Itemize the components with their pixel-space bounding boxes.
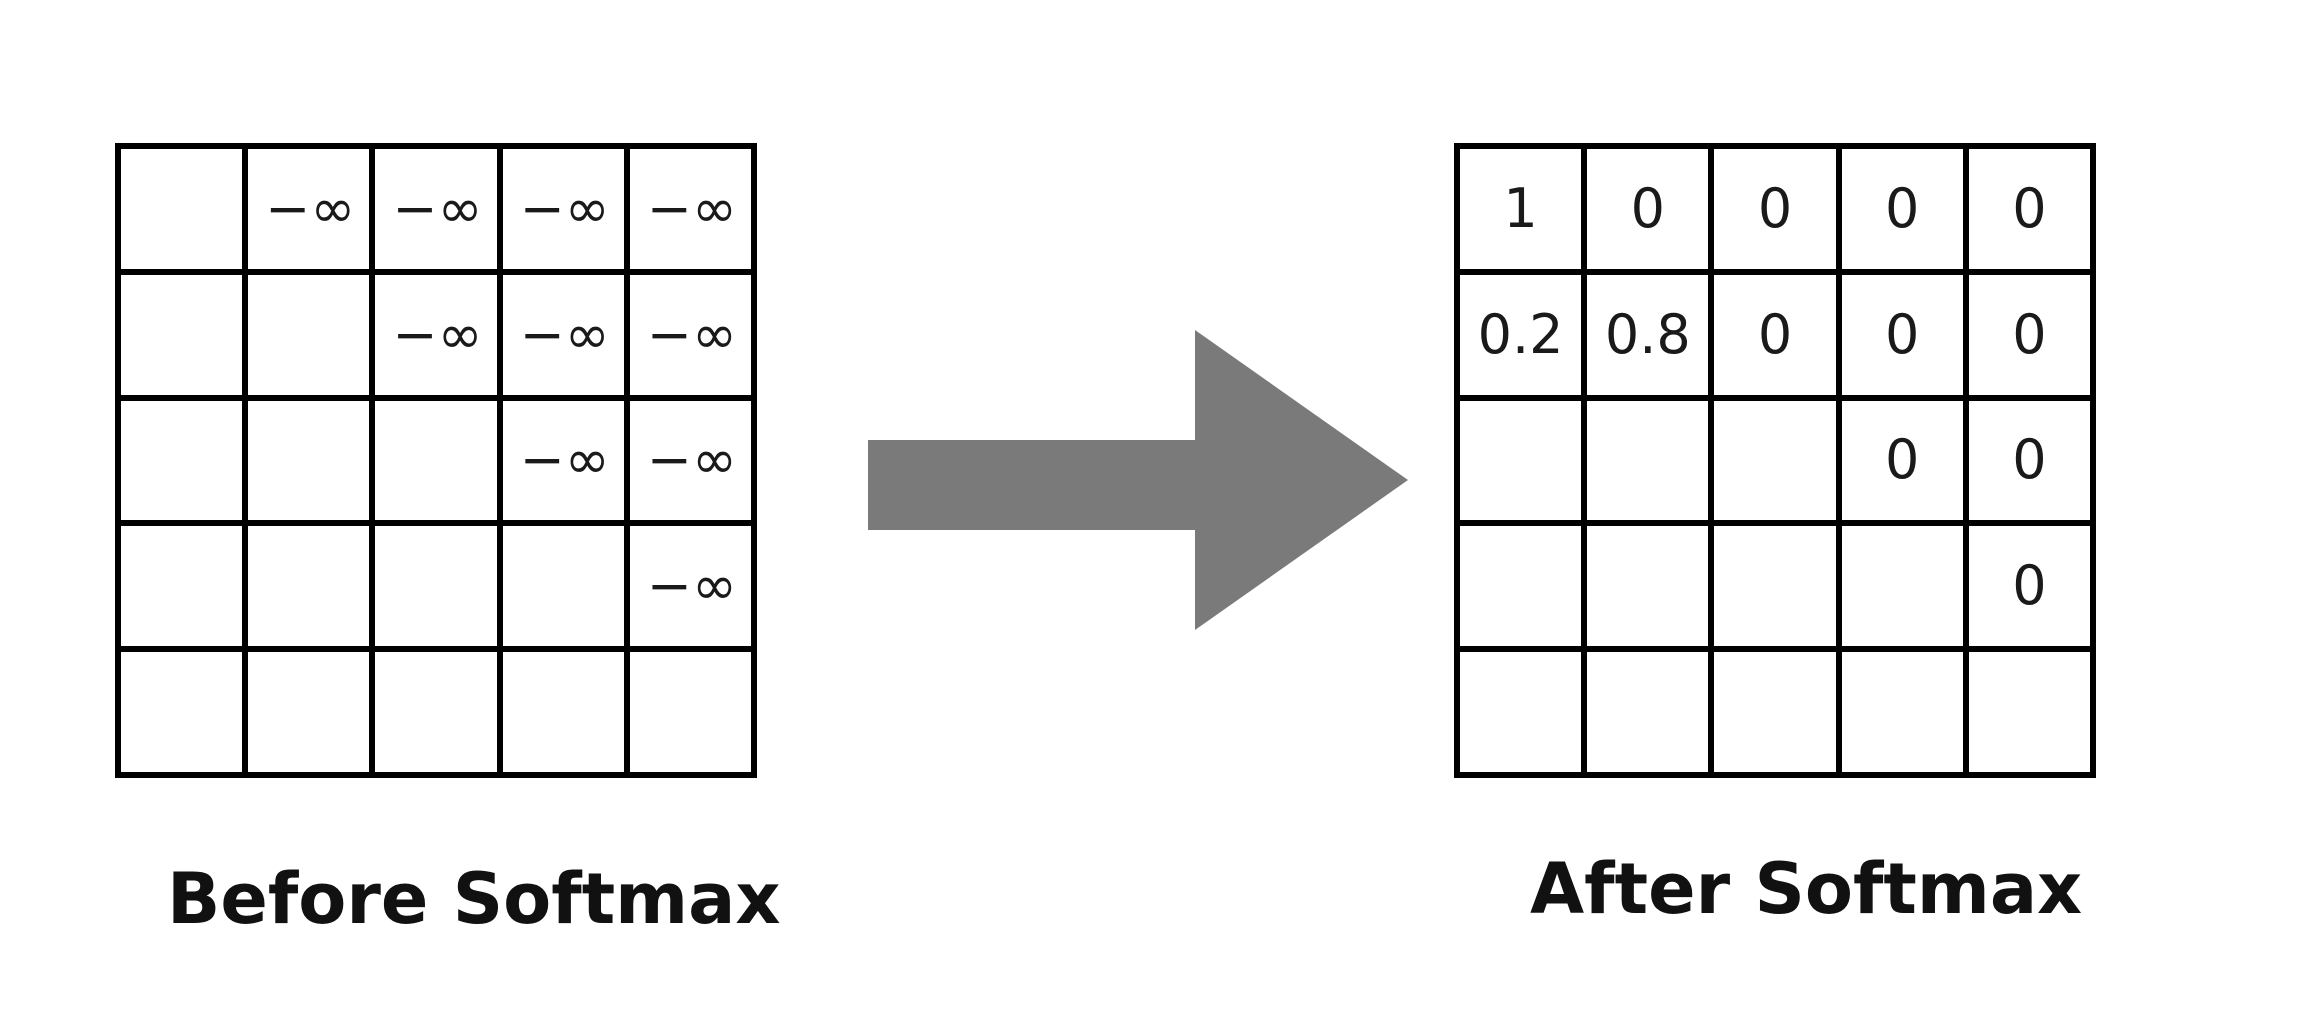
before-cell-r1-c4: −∞	[629, 274, 757, 401]
before-softmax-label: Before Softmax	[167, 858, 781, 940]
before-cell-r0-c4: −∞	[629, 149, 757, 275]
before-cell-r2-c0	[121, 400, 249, 527]
before-cell-r1-c1	[248, 274, 376, 401]
before-cell-r4-c1	[248, 652, 376, 778]
after-cell-r2-c1	[1587, 400, 1715, 527]
before-cell-r4-c4	[629, 652, 757, 778]
before-cell-r1-c2: −∞	[375, 274, 503, 401]
after-cell-r3-c4: 0	[1968, 526, 2096, 653]
before-cell-r2-c4: −∞	[629, 400, 757, 527]
after-cell-r2-c3: 0	[1841, 400, 1969, 527]
after-cell-r4-c1	[1587, 652, 1715, 778]
after-cell-r1-c4: 0	[1968, 274, 2096, 401]
after-cell-r4-c4	[1968, 652, 2096, 778]
before-cell-r3-c1	[248, 526, 376, 653]
right-arrow-icon	[868, 330, 1408, 630]
arrow-shape	[868, 330, 1408, 630]
after-cell-r1-c3: 0	[1841, 274, 1969, 401]
before-cell-r3-c0	[121, 526, 249, 653]
before-cell-r2-c2	[375, 400, 503, 527]
before-cell-r4-c0	[121, 652, 249, 778]
after-cell-r3-c1	[1587, 526, 1715, 653]
after-cell-r2-c2	[1714, 400, 1842, 527]
before-cell-r0-c0	[121, 149, 249, 275]
after-cell-r3-c0	[1460, 526, 1588, 653]
before-softmax-matrix: −∞−∞−∞−∞−∞−∞−∞−∞−∞−∞	[115, 143, 757, 778]
before-cell-r3-c3	[502, 526, 630, 653]
before-cell-r4-c3	[502, 652, 630, 778]
after-cell-r4-c0	[1460, 652, 1588, 778]
after-cell-r2-c0	[1460, 400, 1588, 527]
after-cell-r0-c0: 1	[1460, 149, 1588, 275]
before-cell-r1-c3: −∞	[502, 274, 630, 401]
after-softmax-label: After Softmax	[1530, 848, 2083, 930]
after-cell-r3-c2	[1714, 526, 1842, 653]
after-cell-r3-c3	[1841, 526, 1969, 653]
before-cell-r1-c0	[121, 274, 249, 401]
after-cell-r2-c4: 0	[1968, 400, 2096, 527]
before-cell-r2-c1	[248, 400, 376, 527]
after-cell-r1-c1: 0.8	[1587, 274, 1715, 401]
after-cell-r0-c3: 0	[1841, 149, 1969, 275]
after-cell-r0-c1: 0	[1587, 149, 1715, 275]
before-cell-r3-c4: −∞	[629, 526, 757, 653]
after-cell-r1-c0: 0.2	[1460, 274, 1588, 401]
before-cell-r0-c2: −∞	[375, 149, 503, 275]
after-cell-r1-c2: 0	[1714, 274, 1842, 401]
after-cell-r4-c2	[1714, 652, 1842, 778]
after-cell-r0-c2: 0	[1714, 149, 1842, 275]
before-cell-r0-c3: −∞	[502, 149, 630, 275]
before-cell-r2-c3: −∞	[502, 400, 630, 527]
after-cell-r4-c3	[1841, 652, 1969, 778]
after-cell-r0-c4: 0	[1968, 149, 2096, 275]
before-cell-r0-c1: −∞	[248, 149, 376, 275]
before-cell-r3-c2	[375, 526, 503, 653]
before-cell-r4-c2	[375, 652, 503, 778]
